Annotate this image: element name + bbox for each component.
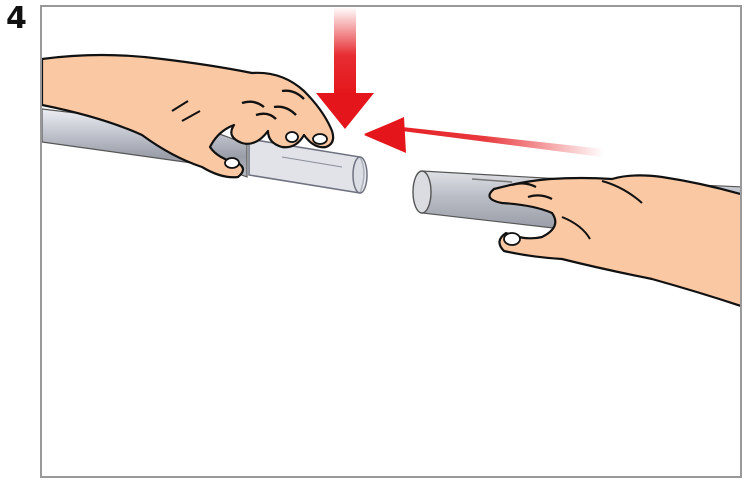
step-number: 4	[6, 2, 27, 36]
push-left-arrow	[364, 117, 604, 157]
right-hand	[490, 175, 743, 307]
illustration-panel	[40, 5, 742, 478]
push-down-arrow	[316, 7, 374, 129]
connection-illustration	[42, 7, 742, 478]
connector-sleeve	[249, 139, 367, 193]
